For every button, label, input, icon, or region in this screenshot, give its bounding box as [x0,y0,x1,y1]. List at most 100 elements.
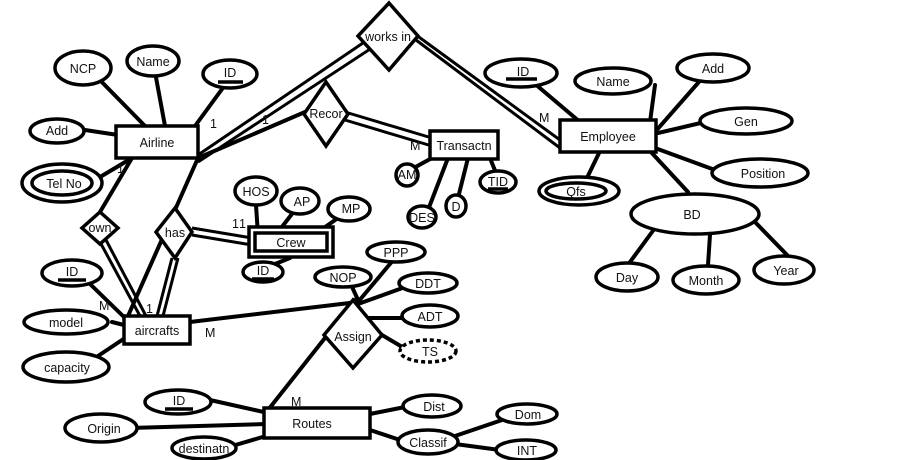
cardinality-aircraft-own: M [99,299,109,313]
attribute-employee-position-label: Position [741,167,786,181]
attribute-aircraft-model: model [22,308,110,336]
attribute-employee-name-label: Name [596,75,629,89]
cardinality-labels: 1 1 M M 1 M 1 1 1 M M [99,111,549,409]
relationship-own: own [79,209,121,247]
attribute-classif-dom-label: Dom [515,408,541,422]
attribute-assign-ddt: DDT [397,271,459,295]
relationship-has-label: has [165,226,185,240]
cardinality-employee-works: M [539,111,549,125]
relationship-works-in: works in [355,0,421,73]
attribute-airline-ncp-label: NCP [70,62,96,76]
attribute-employee-add: Add [675,52,751,84]
attribute-routes-classif-composite-label: Classif [409,436,447,450]
attribute-crew-hos: HOS [233,175,279,207]
attribute-routes-origin: Origin [63,412,139,444]
attribute-employee-qfs-multivalued-label: Qfs [566,185,585,199]
entity-routes-label: Routes [292,417,332,431]
attribute-employee-id-key: ID [483,57,559,89]
entity-aircrafts-label: aircrafts [135,324,179,338]
attribute-employee-id-key-label: ID [517,65,530,79]
attribute-transaction-des: DES [406,204,438,230]
attribute-aircraft-capacity: capacity [21,350,111,384]
entity-aircrafts: aircrafts [122,314,192,346]
attribute-assign-ts-derived: TS [398,338,458,364]
attribute-aircraft-model-label: model [49,316,83,330]
attribute-airline-add-label: Add [46,124,68,138]
attribute-assign-nop: NOP [313,265,373,289]
attribute-routes-id-key: ID [143,388,213,416]
relationship-recor-label: Recor [309,107,342,121]
attribute-airline-id-key-label: ID [224,66,237,80]
attribute-classif-int: INT [494,438,558,460]
attribute-employee-gen: Gen [698,106,794,136]
relationship-has: has [153,205,195,262]
attribute-assign-adt: ADT [400,303,460,329]
entity-crew-label: Crew [276,236,306,250]
attribute-aircraft-id-key: ID [40,258,104,288]
attribute-employee-bd-composite-label: BD [683,208,700,222]
attribute-airline-telno-multivalued-label: Tel No [46,177,81,191]
attribute-transaction-am-label: AM [398,168,417,182]
attribute-employee-qfs-multivalued: Qfs [537,175,621,207]
entity-transaction: Transactn [428,129,500,161]
cardinality-airline-recor: 1 [262,113,269,127]
relationship-own-label: own [89,221,112,235]
attribute-bd-year-label: Year [773,264,798,278]
attribute-classif-dom: Dom [495,402,559,426]
attribute-employee-bd-composite: BD [629,192,761,236]
attribute-transaction-tid-key: TID [478,169,518,195]
attribute-transaction-des-label: DES [409,211,435,225]
attribute-bd-month: Month [671,264,741,296]
attribute-airline-add: Add [28,117,86,145]
attribute-assign-nop-label: NOP [329,271,356,285]
attribute-transaction-d-label: D [451,200,460,214]
entity-airline-label: Airline [140,136,175,150]
attribute-airline-name-label: Name [136,55,169,69]
connector-lines [83,26,792,452]
attribute-assign-ppp-label: PPP [383,246,408,260]
attribute-airline-ncp: NCP [53,49,113,87]
attribute-routes-origin-label: Origin [87,422,120,436]
attribute-routes-classif-composite: Classif [396,428,460,456]
attribute-assign-ts-derived-label: TS [422,345,438,359]
attribute-airline-id-key: ID [201,58,259,90]
entity-routes: Routes [262,406,372,440]
attribute-routes-destination: destinatn [170,435,238,460]
attribute-airline-telno-multivalued: Tel No [20,162,104,204]
cardinality-airline-own: 1 [117,162,124,176]
attribute-bd-day: Day [594,261,660,293]
attribute-routes-dist: Dist [401,393,463,419]
attribute-transaction-tid-key-label: TID [488,175,508,189]
attribute-crew-mp: MP [326,195,372,223]
attribute-crew-id-key: ID [241,260,285,284]
entity-employee-label: Employee [580,130,636,144]
attribute-employee-position: Position [710,157,810,189]
cardinality-crew-has-2: 1 [239,217,246,231]
attribute-crew-ap-label: AP [294,195,311,209]
cardinality-airline-works: 1 [210,117,217,131]
attribute-crew-id-key-label: ID [257,264,270,278]
attribute-crew-ap: AP [279,186,321,216]
attribute-transaction-am: AM [394,162,420,188]
attribute-routes-id-key-label: ID [173,394,186,408]
cardinality-trans-recor: M [410,139,420,153]
attribute-bd-month-label: Month [689,274,724,288]
attribute-aircraft-id-key-label: ID [66,265,79,279]
relationship-recor: Recor [301,78,351,150]
attribute-assign-adt-label: ADT [418,310,443,324]
attribute-bd-day-label: Day [616,271,639,285]
relationship-works-in-label: works in [364,30,411,44]
attribute-routes-dist-label: Dist [423,400,445,414]
attribute-airline-name: Name [125,44,181,78]
attribute-bd-year: Year [752,254,816,286]
entity-employee: Employee [558,118,658,154]
entity-transaction-label: Transactn [436,139,491,153]
attribute-assign-ddt-label: DDT [415,277,441,291]
attribute-assign-ppp: PPP [365,240,427,264]
cardinality-aircraft-has: 1 [146,302,153,316]
attribute-crew-hos-label: HOS [242,185,269,199]
attribute-crew-mp-label: MP [342,202,361,216]
attribute-employee-gen-label: Gen [734,115,758,129]
attribute-aircraft-capacity-label: capacity [44,361,91,375]
